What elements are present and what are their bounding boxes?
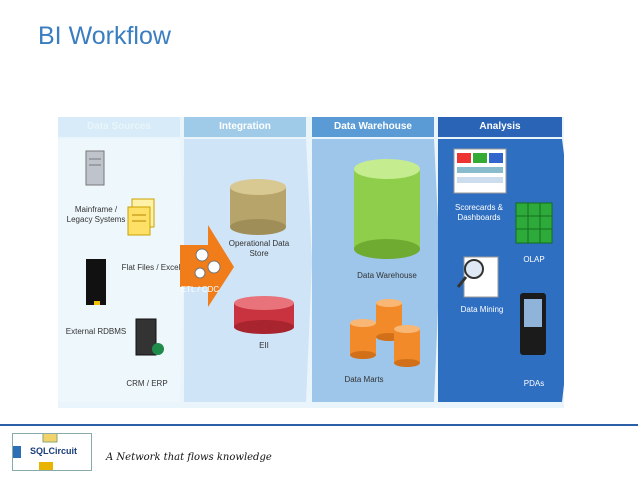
diagram-canvas: [58, 117, 564, 402]
data-marts-label: Data Marts: [344, 375, 384, 384]
scorecards-label: Scorecards & Dashboards: [454, 203, 504, 222]
brand-tagline: A Network that flows knowledge: [106, 452, 272, 463]
data-warehouse-label: Data Warehouse: [357, 271, 417, 280]
flat-files-label: Flat Files / Excel: [121, 263, 181, 272]
sqlcircuit-logo-icon: [13, 434, 58, 470]
database-tower-icon: [86, 259, 106, 305]
olap-cube-icon: [515, 202, 553, 244]
pda-icon: [520, 293, 546, 355]
footer-divider: [0, 424, 638, 426]
data-marts-icon: [350, 299, 420, 367]
server-icon: [85, 150, 105, 186]
col-header-warehouse: Data Warehouse: [334, 121, 412, 132]
crm-erp-label: CRM / ERP: [126, 379, 168, 388]
dashboard-icon: [453, 148, 507, 194]
sources-header-bg: [58, 117, 180, 137]
ods-cylinder-icon: [230, 179, 286, 235]
bi-workflow-diagram: Data Sources Integration Data Warehouse …: [58, 117, 564, 408]
etl-arrow-icon: [180, 225, 234, 307]
brand-name: SQLCircuit: [30, 446, 78, 456]
col-header-analysis: Analysis: [479, 121, 521, 132]
olap-label: OLAP: [523, 255, 545, 264]
mainframe-label: Mainframe / Legacy Systems: [66, 205, 126, 224]
etl-cdc-label: ETL / CDC: [180, 285, 220, 294]
data-mining-label: Data Mining: [460, 305, 504, 314]
col-header-sources: Data Sources: [87, 121, 151, 132]
ods-label: Operational Data Store: [228, 239, 290, 258]
data-mining-icon: [456, 256, 499, 298]
pdas-label: PDAs: [523, 379, 545, 388]
logo-frame: [12, 433, 92, 471]
analysis-header-bg: [438, 117, 562, 137]
external-rdbms-label: External RDBMS: [65, 327, 127, 336]
page-title: BI Workflow: [38, 22, 171, 50]
crm-server-icon: [135, 318, 164, 356]
eii-label: EII: [259, 341, 269, 350]
eii-cylinder-icon: [234, 296, 294, 334]
file-icon: [127, 198, 155, 236]
integration-header-bg: [184, 117, 306, 137]
data-warehouse-cylinder-icon: [354, 159, 420, 259]
warehouse-header-bg: [312, 117, 434, 137]
col-header-integration: Integration: [219, 121, 271, 132]
